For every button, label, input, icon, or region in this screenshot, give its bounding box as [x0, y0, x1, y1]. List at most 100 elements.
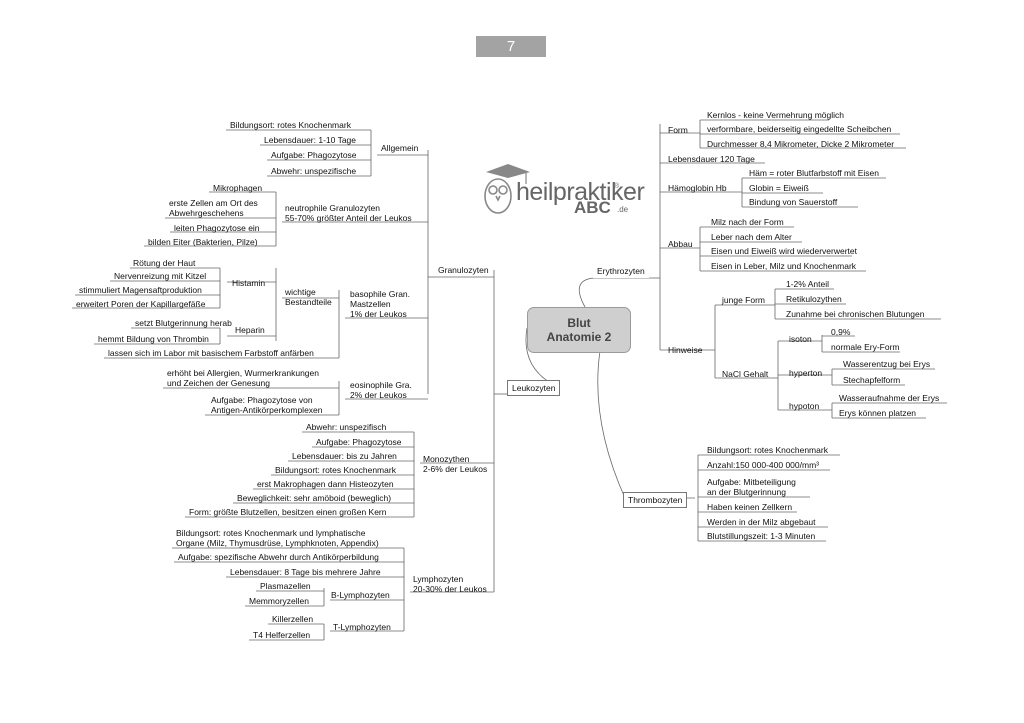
t-lymphozyten-item: Killerzellen: [272, 614, 314, 624]
logo-wordmark: heilpraktiker: [516, 178, 645, 206]
isoton-item: normale Ery-Form: [831, 342, 900, 352]
logo-domain: .de: [617, 205, 629, 214]
node-lebensdauer[interactable]: Lebensdauer 120 Tage: [668, 154, 755, 164]
node-b-lymphozyten[interactable]: B-Lymphozyten: [331, 590, 390, 600]
logo-abc: ABC: [574, 198, 611, 217]
heparin-item: setzt Blutgerinnung herab: [135, 318, 232, 328]
logo-registered: ®: [614, 183, 620, 190]
node-heparin[interactable]: Heparin: [235, 325, 265, 335]
node-histamin[interactable]: Histamin: [232, 278, 266, 288]
owl-logo-icon: [484, 164, 530, 214]
allgemein-item: Bildungsort: rotes Knochenmark: [230, 120, 351, 130]
monozythen-item: Lebensdauer: bis zu Jahren: [292, 451, 397, 461]
neutrophile-item: leiten Phagozytose ein: [174, 223, 260, 233]
node-allgemein[interactable]: Allgemein: [381, 143, 419, 153]
node-leukozyten[interactable]: Leukozyten: [507, 380, 561, 396]
node-form[interactable]: Form: [668, 125, 688, 135]
basophile-line1: basophile Gran.: [350, 289, 411, 299]
junge-form-item: 1-2% Anteil: [786, 279, 829, 289]
eosinophile-item: erhöht bei Allergien, Wurmerkrankungen u…: [167, 368, 319, 388]
lymphozyten-item: Lebensdauer: 8 Tage bis mehrere Jahre: [230, 567, 381, 577]
node-hypoton[interactable]: hypoton: [789, 401, 820, 411]
monozythen-item: erst Makrophagen dann Histeozyten: [257, 479, 394, 489]
haemoglobin-item: Globin = Eiweiß: [749, 183, 809, 193]
node-neutrophile[interactable]: neutrophile Granulozyten 55-70% größter …: [285, 203, 412, 223]
node-hinweise[interactable]: Hinweise: [668, 345, 703, 355]
neutrophile-line2: 55-70% größter Anteil der Leukos: [285, 213, 412, 223]
basophile-line2: Mastzellen: [350, 299, 391, 309]
junge-form-item: Zunahme bei chronischen Blutungen: [786, 309, 925, 319]
eosinophile-item-line: Antigen-Antikörperkomplexen: [211, 405, 323, 415]
lymphozyten-item: Bildungsort: rotes Knochenmark und lymph…: [176, 528, 366, 538]
monozythen-item: Abwehr: unspezifisch: [306, 422, 387, 432]
basophile-line3: 1% der Leukos: [350, 309, 407, 319]
neutrophile-item: Mikrophagen: [213, 183, 263, 193]
neutrophile-item: bilden Eiter (Bakterien, Pilze): [148, 237, 258, 247]
central-topic[interactable]: Blut Anatomie 2: [527, 307, 631, 353]
junge-form-item: Retikulozythen: [786, 294, 842, 304]
histamin-item: Nervenreizung mit Kitzel: [114, 271, 207, 281]
node-thrombozyten[interactable]: Thrombozyten: [623, 492, 688, 508]
node-abbau[interactable]: Abbau: [668, 239, 693, 249]
thrombozyten-item: Blutstillungszeit: 1-3 Minuten: [707, 531, 816, 541]
t-lymphozyten-item: T4 Helferzellen: [253, 630, 311, 640]
allgemein-item: Abwehr: unspezifische: [271, 166, 357, 176]
node-basophile[interactable]: basophile Gran. Mastzellen 1% der Leukos: [350, 289, 410, 319]
node-nacl[interactable]: NaCl Gehalt: [722, 369, 769, 379]
node-lymphozyten[interactable]: Lymphozyten 20-30% der Leukos: [413, 574, 487, 594]
node-isoton[interactable]: isoton: [789, 334, 812, 344]
monozythen-line1: Monozythen: [423, 454, 470, 464]
form-item: verformbare, beiderseitig eingedellte Sc…: [707, 124, 892, 134]
thrombozyten-item: an der Blutgerinnung: [707, 487, 786, 497]
node-bestandteile[interactable]: wichtige Bestandteile: [285, 287, 332, 307]
haemoglobin-item: Häm = roter Blutfarbstoff mit Eisen: [749, 168, 879, 178]
hypoton-item: Erys können platzen: [839, 408, 917, 418]
b-lymphozyten-item: Memmoryzellen: [249, 596, 309, 606]
thrombozyten-item: Bildungsort: rotes Knochenmark: [707, 445, 828, 455]
node-erythrozyten[interactable]: Erythrozyten: [593, 264, 649, 278]
thrombozyten-item: Haben keinen Zellkern: [707, 502, 793, 512]
central-topic-line1: Blut: [567, 316, 591, 330]
lymphozyten-item: Aufgabe: spezifische Abwehr durch Antikö…: [178, 552, 379, 562]
abbau-item: Eisen und Eiweiß wird wiederverwertet: [711, 246, 857, 256]
lymphozyten-item: Organe (Milz, Thymusdrüse, Lymphknoten, …: [176, 538, 379, 548]
monozythen-item: Bildungsort: rotes Knochenmark: [275, 465, 396, 475]
allgemein-item: Aufgabe: Phagozytose: [271, 150, 357, 160]
haemoglobin-item: Bindung von Sauerstoff: [749, 197, 838, 207]
eosinophile-item-line: erhöht bei Allergien, Wurmerkrankungen: [167, 368, 319, 378]
thrombozyten-item: Anzahl:150 000-400 000/mm³: [707, 460, 819, 470]
neutrophile-item: erste Zellen am Ort des: [169, 198, 258, 208]
eosinophile-item-line: und Zeichen der Genesung: [167, 378, 271, 388]
node-granulozyten[interactable]: Granulozyten: [438, 265, 489, 275]
central-topic-line2: Anatomie 2: [546, 330, 612, 344]
node-monozythen[interactable]: Monozythen 2-6% der Leukos: [423, 454, 487, 474]
node-eosinophile[interactable]: eosinophile Gra. 2% der Leukos: [350, 380, 412, 400]
eosinophile-item-line: Aufgabe: Phagozytose von: [211, 395, 313, 405]
abbau-item: Milz nach der Form: [711, 217, 784, 227]
monozythen-line2: 2-6% der Leukos: [423, 464, 488, 474]
form-item: Durchmesser 8,4 Mikrometer, Dicke 2 Mikr…: [707, 139, 895, 149]
thrombozyten-item: Aufgabe: Mitbeteiligung: [707, 477, 796, 487]
monozythen-item: Beweglichkeit: sehr amöboid (beweglich): [237, 493, 392, 503]
hyperton-item: Wasserentzug bei Erys: [843, 359, 931, 369]
lymphozyten-line1: Lymphozyten: [413, 574, 464, 584]
node-haemoglobin[interactable]: Hämoglobin Hb: [668, 183, 727, 193]
allgemein-item: Lebensdauer: 1-10 Tage: [264, 135, 357, 145]
page-number: 7: [476, 36, 546, 57]
histamin-item: stimmuliert Magensaftproduktion: [79, 285, 202, 295]
bestandteile-line2: Bestandteile: [285, 297, 332, 307]
hypoton-item: Wasseraufnahme der Erys: [839, 393, 940, 403]
abbau-item: Leber nach dem Alter: [711, 232, 792, 242]
node-t-lymphozyten[interactable]: T-Lymphozyten: [333, 622, 391, 632]
neutrophile-item: Abwehrgeschehens: [169, 208, 244, 218]
abbau-item: Eisen in Leber, Milz und Knochenmark: [711, 261, 857, 271]
hyperton-item: Stechapfelform: [843, 375, 901, 385]
bestandteile-line1: wichtige: [285, 287, 316, 297]
node-hyperton[interactable]: hyperton: [789, 368, 823, 378]
b-lymphozyten-item: Plasmazellen: [260, 581, 311, 591]
eosinophile-item: Aufgabe: Phagozytose von Antigen-Antikör…: [211, 395, 323, 415]
neutrophile-line1: neutrophile Granulozyten: [285, 203, 380, 213]
node-junge-form[interactable]: junge Form: [722, 295, 765, 305]
isoton-item: 0,9%: [831, 327, 851, 337]
